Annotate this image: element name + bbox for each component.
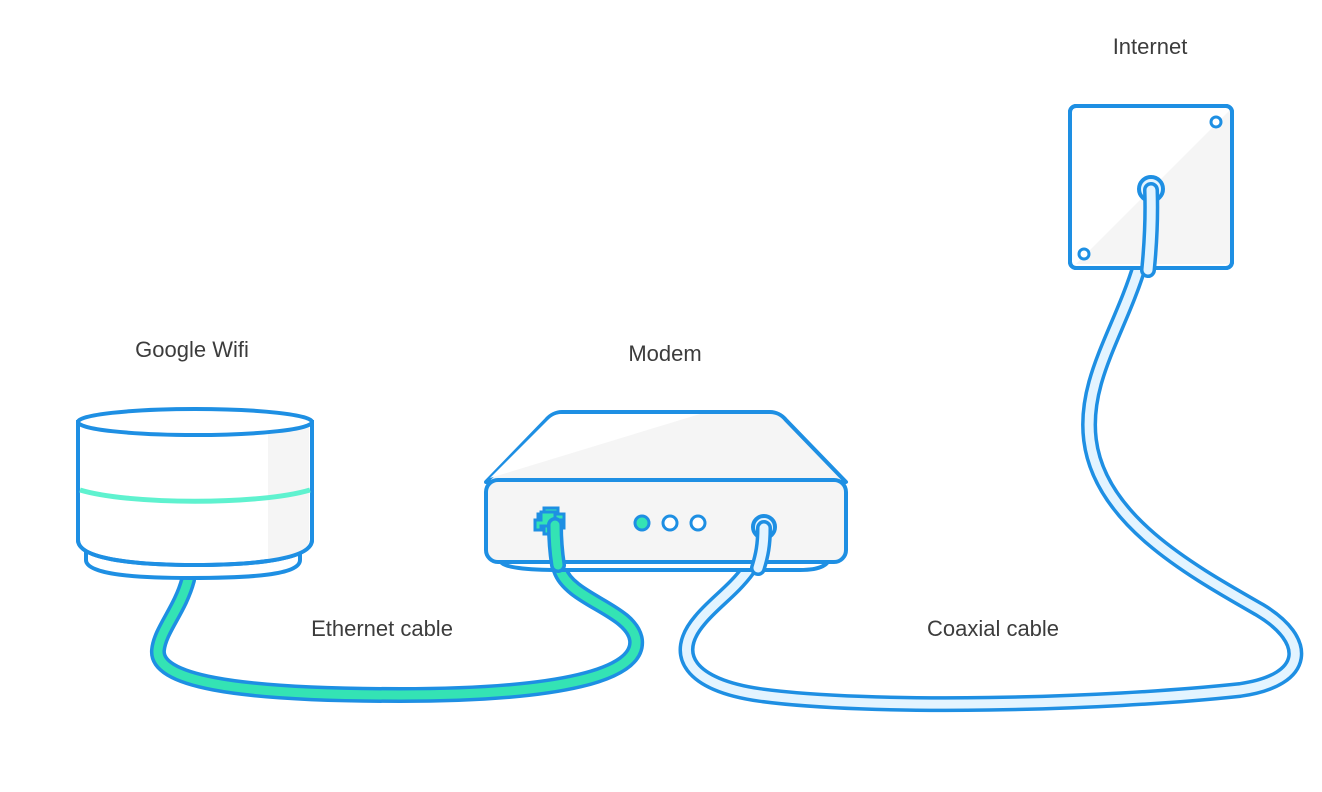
screw-icon [1209,115,1223,129]
screw-icon [1077,247,1091,261]
coaxial-cable [678,182,1304,713]
coaxial-cable-fill [682,185,1300,709]
internet-wall-plate [1068,104,1234,278]
modem-device [484,410,848,576]
ethernet-cable [150,517,645,704]
indicator-light-off [689,514,707,532]
indicator-lights [633,514,707,532]
google-wifi-label: Google Wifi [135,337,249,362]
ethernet-cable-fill [153,520,641,700]
coaxial-cable-label: Coaxial cable [926,616,1060,641]
indicator-light-on [633,514,651,532]
status-light-ring [79,487,311,504]
internet-label: Internet [1112,34,1188,59]
ethernet-cable-label: Ethernet cable [311,616,453,641]
indicator-light-off [661,514,679,532]
modem-label: Modem [628,341,702,366]
google-wifi-device [76,407,314,581]
